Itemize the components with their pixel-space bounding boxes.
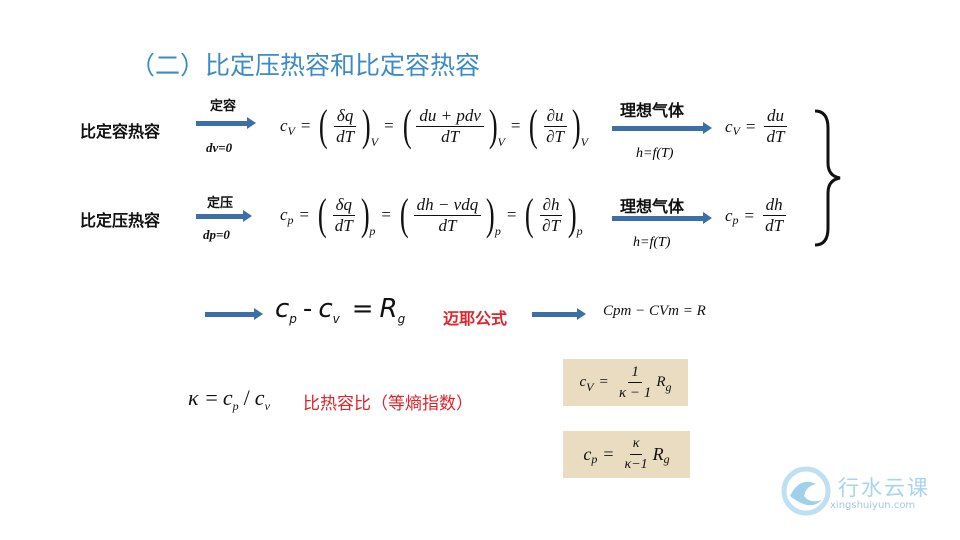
- dv-zero: dv=0: [206, 140, 233, 155]
- dp-zero: dp=0: [203, 227, 230, 242]
- ideal-condition: h=f(T): [636, 146, 674, 161]
- right-brace-icon: [814, 109, 841, 247]
- molar-mayer-formula: Cpm − CVm = R: [603, 303, 706, 319]
- arrow-icon: [205, 308, 263, 320]
- ideal-gas-label: 理想气体: [620, 101, 685, 120]
- slide-title: （二）比定压热容和比定容热容: [130, 51, 481, 80]
- kappa-description: 比热容比（等熵指数）: [303, 394, 473, 414]
- logo-wave-icon: [781, 466, 831, 516]
- ideal-gas-label: 理想气体: [620, 197, 685, 216]
- logo-url: xingshuiyun.com: [830, 500, 916, 511]
- arrow-icon: [532, 308, 586, 320]
- logo-name: 行水云课: [838, 476, 930, 500]
- arrow-icon: [196, 210, 252, 222]
- const-volume-label: 定容: [210, 99, 237, 114]
- cp-label: 比定压热容: [80, 211, 161, 230]
- arrow-icon: [612, 212, 712, 224]
- ideal-condition: h=f(T): [633, 235, 671, 250]
- arrow-icon: [196, 117, 256, 129]
- arrow-icon: [612, 122, 712, 134]
- const-pressure-label: 定压: [207, 196, 234, 211]
- cv-label: 比定容热容: [80, 122, 161, 141]
- mayer-formula-label: 迈耶公式: [443, 309, 508, 328]
